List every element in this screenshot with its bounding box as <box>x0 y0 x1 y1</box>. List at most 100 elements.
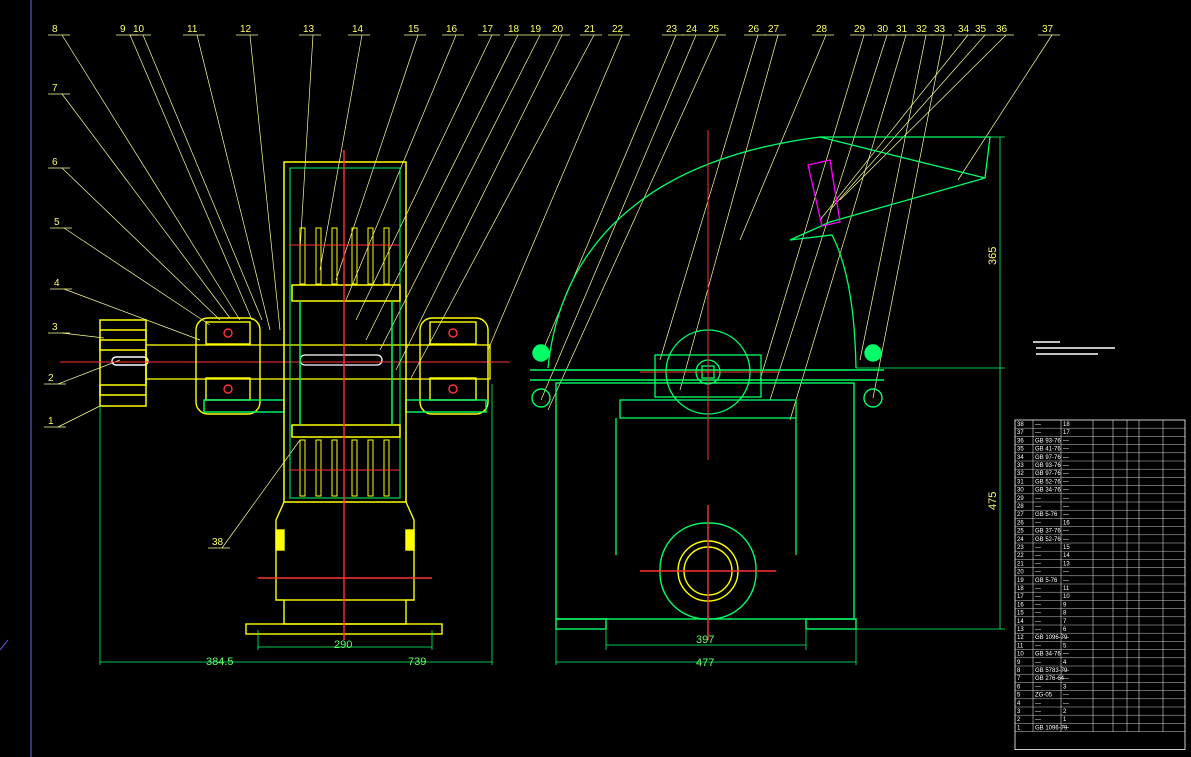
hammer-blade <box>351 227 358 285</box>
hammer-blade <box>367 227 374 285</box>
hopper <box>547 136 991 369</box>
table-cell-code: — <box>1035 496 1041 502</box>
table-row: 21—13 <box>1017 561 1070 567</box>
table-cell-no: 8 <box>1017 668 1021 674</box>
table-cell-no: 11 <box>1017 643 1024 649</box>
table-cell-no: 31 <box>1017 479 1024 485</box>
table-row: 20—— <box>1017 570 1069 576</box>
table-cell-no: 17 <box>1017 594 1024 600</box>
table-cell-ref: — <box>1063 496 1069 502</box>
table-cell-code: — <box>1035 594 1041 600</box>
table-cell-no: 7 <box>1017 676 1021 682</box>
part-label-31: 31 <box>896 24 908 35</box>
table-cell-code: GB 34-76 <box>1035 652 1061 658</box>
table-cell-code: — <box>1035 504 1041 510</box>
part-label-19: 19 <box>530 24 542 35</box>
table-cell-code: — <box>1035 701 1041 707</box>
leader-line <box>839 34 1007 201</box>
part-label-14: 14 <box>352 24 364 35</box>
left-bearing <box>195 317 285 415</box>
table-row: 38—18 <box>1017 422 1070 428</box>
table-cell-no: 28 <box>1017 504 1024 510</box>
part-label-28: 28 <box>816 24 828 35</box>
table-cell-code: — <box>1035 717 1041 723</box>
leader-lines <box>44 34 1060 549</box>
part-label-29: 29 <box>854 24 866 35</box>
table-cell-no: 6 <box>1017 684 1021 690</box>
table-cell-code: — <box>1035 660 1041 666</box>
table-cell-ref: — <box>1063 578 1069 584</box>
table-cell-ref: — <box>1063 488 1069 494</box>
part-label-30: 30 <box>877 24 889 35</box>
table-cell-ref: — <box>1063 479 1069 485</box>
leader-line <box>61 332 105 339</box>
part-label-26: 26 <box>748 24 760 35</box>
table-cell-no: 27 <box>1017 512 1024 518</box>
table-cell-code: — <box>1035 586 1041 592</box>
table-row: 14—7 <box>1017 619 1067 625</box>
leader-line <box>739 34 827 241</box>
part-label-33: 33 <box>934 24 946 35</box>
table-cell-ref: — <box>1063 463 1069 469</box>
table-cell-no: 33 <box>1017 463 1024 469</box>
leader-line <box>957 34 1053 181</box>
dim-base-outer: 477 <box>696 657 714 669</box>
table-cell-no: 10 <box>1017 652 1024 658</box>
dim-overall-left: 384.5 <box>206 656 234 668</box>
leader-line <box>769 34 888 401</box>
part-label-37: 37 <box>1042 24 1054 35</box>
table-cell-code: GB 97-76 <box>1035 455 1061 461</box>
table-cell-no: 30 <box>1017 488 1024 494</box>
part-label-21: 21 <box>584 24 596 35</box>
table-cell-no: 36 <box>1017 438 1024 444</box>
table-cell-ref: 11 <box>1063 586 1070 592</box>
leader-line <box>221 439 301 549</box>
hammer-blade <box>383 227 390 285</box>
table-cell-ref: 6 <box>1063 627 1067 633</box>
table-cell-ref: — <box>1063 652 1069 658</box>
table-cell-code: GB 41-76 <box>1035 447 1061 453</box>
table-cell-ref: — <box>1063 455 1069 461</box>
table-cell-no: 1 <box>1017 725 1021 731</box>
table-row: 15—8 <box>1017 611 1067 617</box>
part-label-12: 12 <box>240 24 252 35</box>
hammer-blade <box>351 439 358 497</box>
leader-line <box>63 227 211 326</box>
drawing-frame <box>0 0 32 757</box>
table-cell-ref: 18 <box>1063 422 1070 428</box>
table-cell-no: 19 <box>1017 578 1024 584</box>
part-label-2: 2 <box>48 373 54 384</box>
leader-line <box>409 34 595 381</box>
part-label-8: 8 <box>52 24 58 35</box>
table-cell-code: ZG-05 <box>1035 693 1053 699</box>
leader-line <box>789 34 907 421</box>
hammer-blade <box>367 439 374 497</box>
outlet <box>640 505 776 640</box>
crusher-housing <box>283 161 407 503</box>
leader-line <box>859 34 927 361</box>
table-cell-ref: 14 <box>1063 553 1070 559</box>
hammer-blade <box>299 439 306 497</box>
table-cell-ref: — <box>1063 701 1069 707</box>
table-cell-code: — <box>1035 611 1041 617</box>
lower-body <box>245 150 443 640</box>
table-row: 30 GB 34-76— <box>1017 488 1069 494</box>
part-label-10: 10 <box>133 24 145 35</box>
table-row: 6—3 <box>1017 684 1067 690</box>
part-label-4: 4 <box>54 278 60 289</box>
table-cell-no: 21 <box>1017 561 1024 567</box>
table-cell-code: GB 34-76 <box>1035 488 1061 494</box>
table-cell-no: 15 <box>1017 611 1024 617</box>
dim-overall-right: 739 <box>408 656 426 668</box>
hammer-blade <box>315 439 322 497</box>
part-label-13: 13 <box>303 24 315 35</box>
table-row: 3—2 <box>1017 709 1067 715</box>
table-row: 9—4 <box>1017 660 1067 666</box>
table-cell-no: 9 <box>1017 660 1021 666</box>
